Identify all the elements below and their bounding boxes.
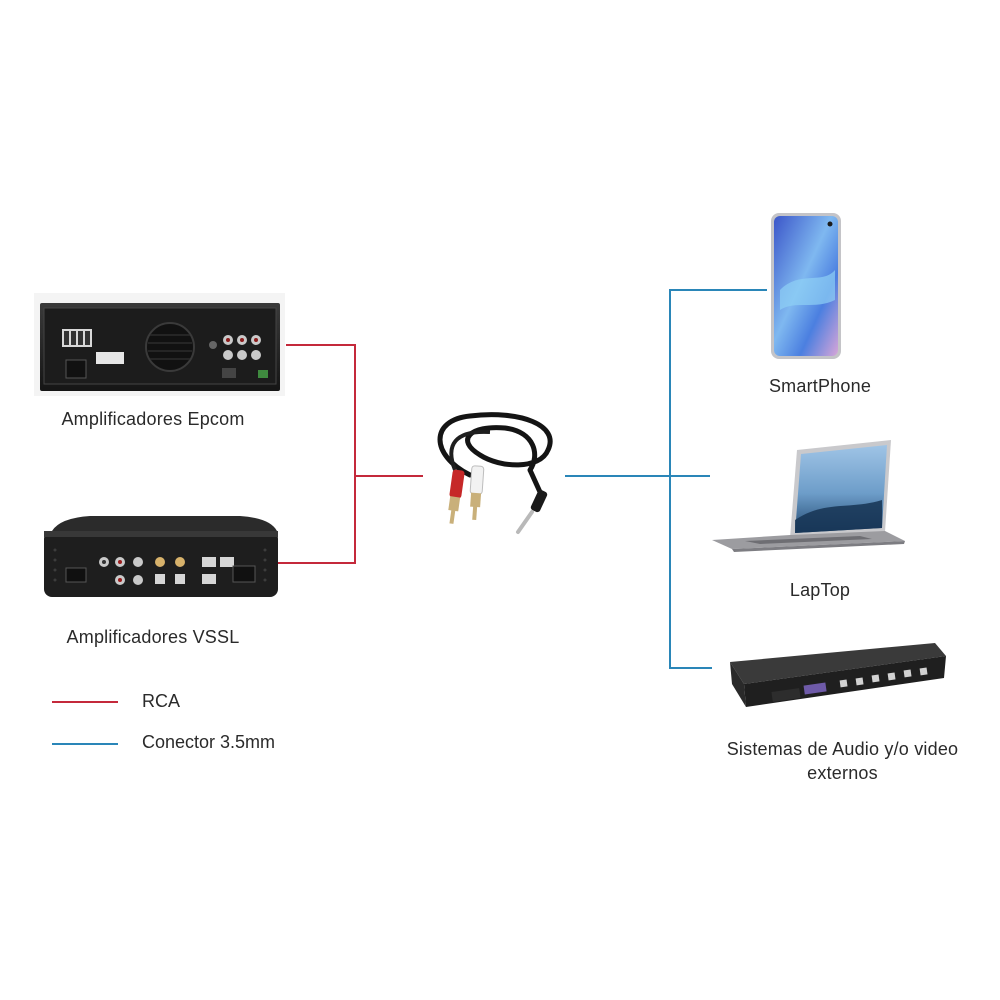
label-sistemas-line2: externos xyxy=(807,763,878,783)
legend xyxy=(52,701,118,745)
label-amplificadores-epcom: Amplificadores Epcom xyxy=(61,409,245,429)
label-amplificadores-vssl: Amplificadores VSSL xyxy=(66,627,240,647)
rca-connections xyxy=(278,344,423,564)
jack-connections xyxy=(565,289,767,669)
legend-jack-label: Conector 3.5mm xyxy=(142,732,276,752)
rca-to-3.5mm-cable-icon xyxy=(437,412,553,534)
label-sistemas-externos: Sistemas de Audio y/o video externos xyxy=(690,737,995,785)
label-smartphone: SmartPhone xyxy=(768,376,872,396)
legend-rca-label: RCA xyxy=(142,691,181,711)
rca-line-vssl xyxy=(278,476,356,564)
label-laptop: LapTop xyxy=(789,580,851,600)
amplifier-vssl-icon xyxy=(44,516,278,597)
smartphone-icon xyxy=(771,213,841,359)
rack-audio-system-icon xyxy=(730,643,946,707)
jack-line-smartphone xyxy=(669,289,767,669)
laptop-icon xyxy=(712,440,905,552)
label-sistemas-line1: Sistemas de Audio y/o video xyxy=(726,739,959,759)
rca-line-epcom xyxy=(286,344,423,477)
amplifier-epcom-icon xyxy=(34,293,285,396)
